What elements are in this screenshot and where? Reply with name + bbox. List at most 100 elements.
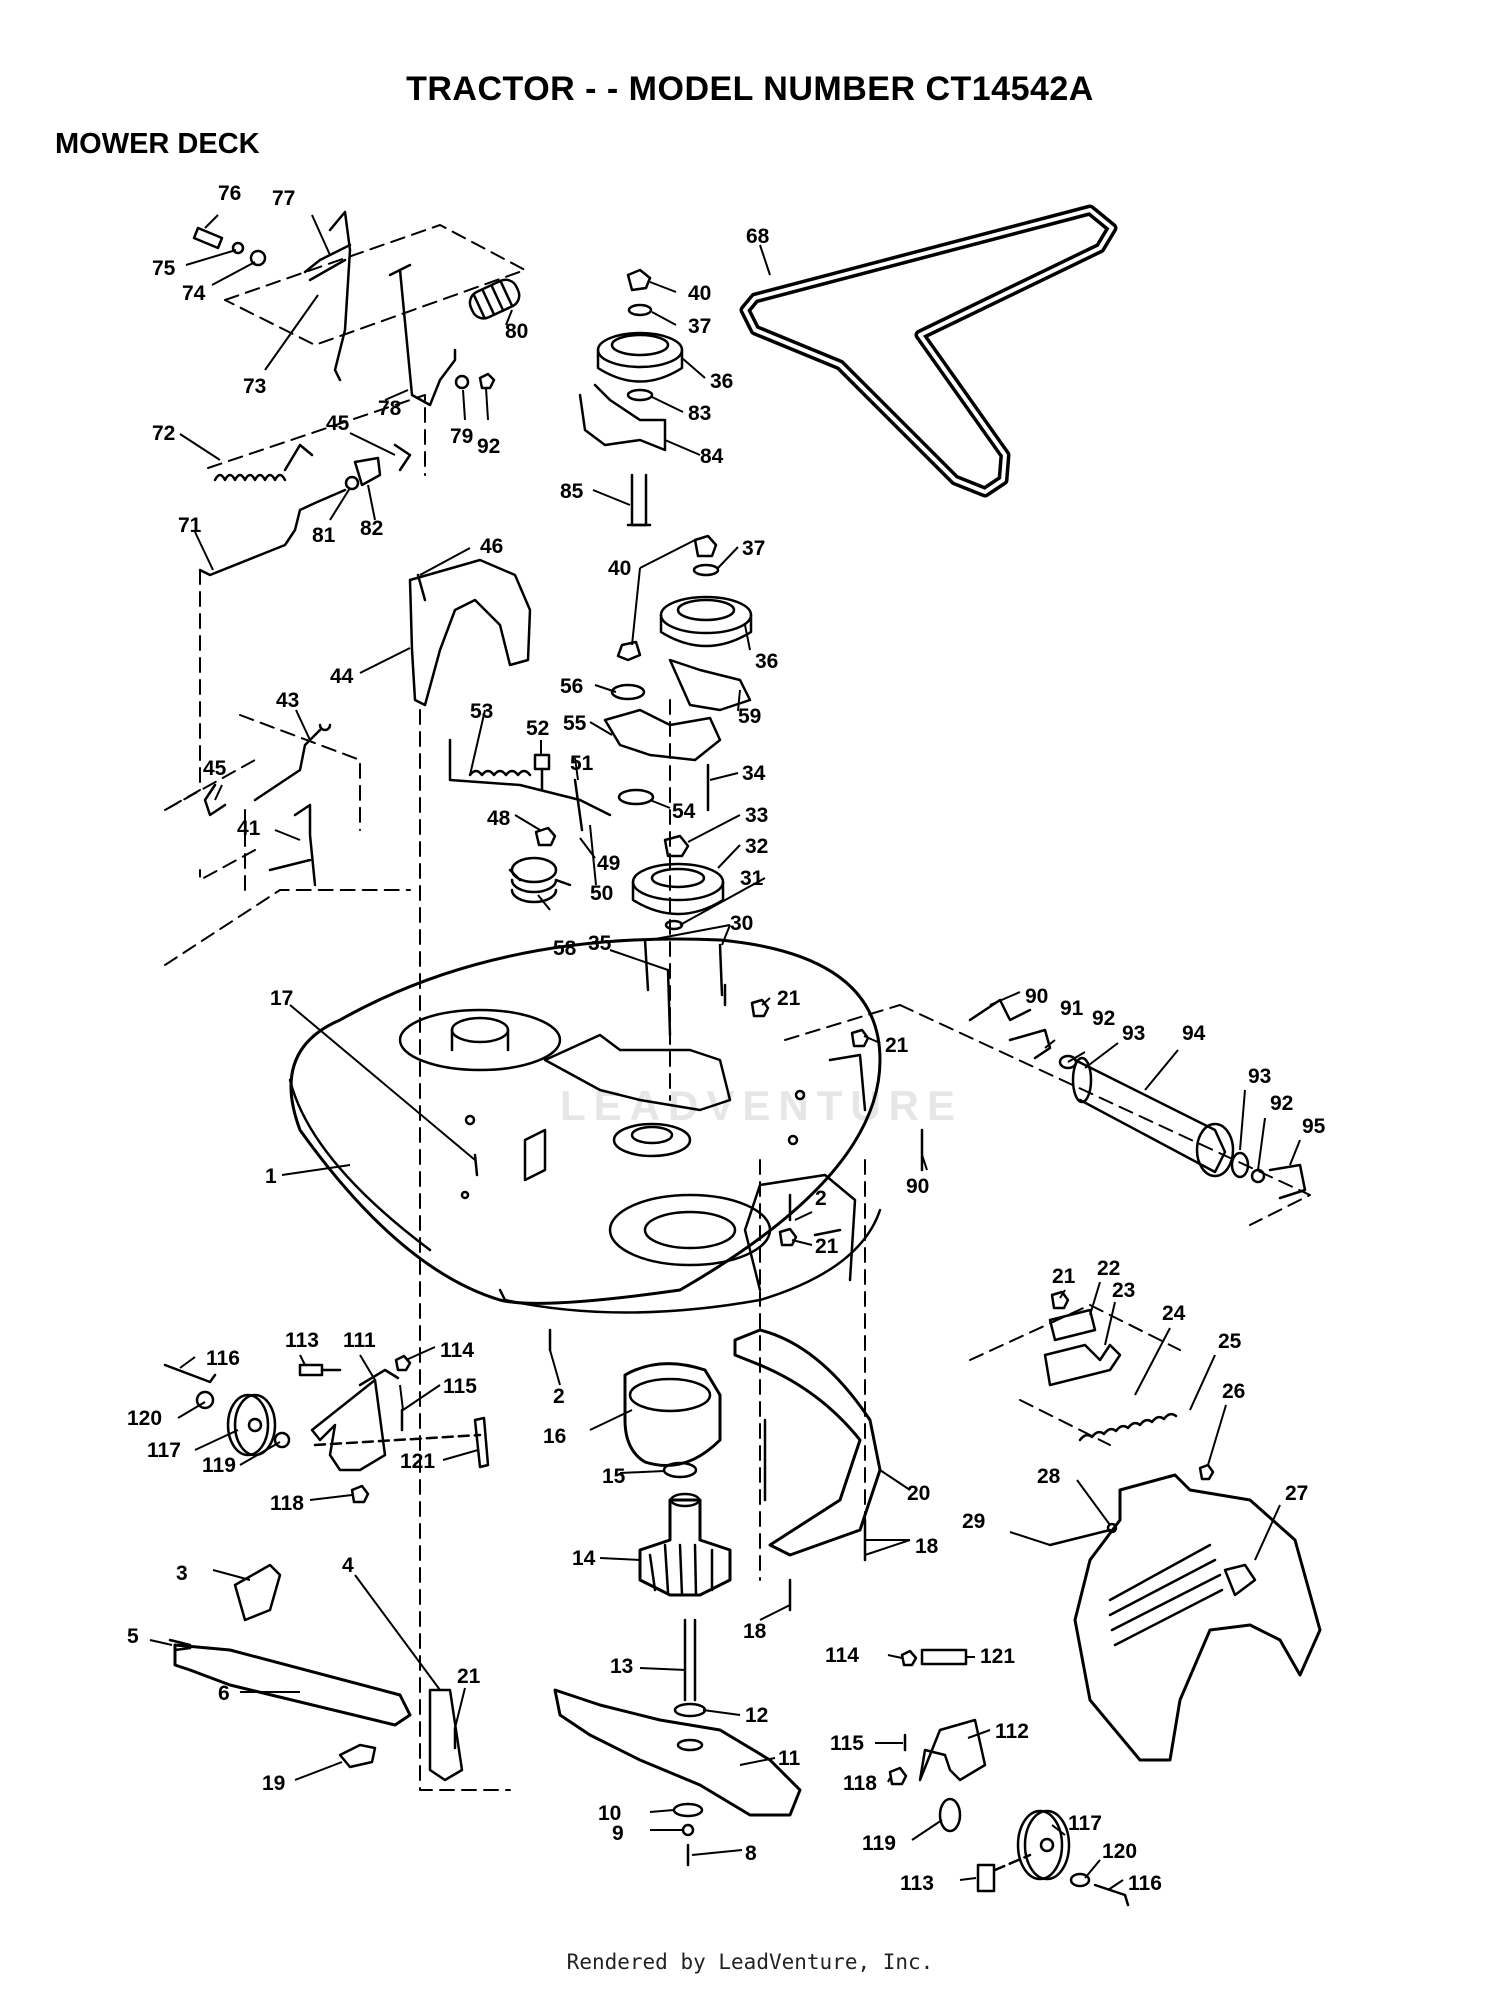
part-label: 27 bbox=[1285, 1482, 1308, 1505]
part-label: 34 bbox=[742, 762, 766, 785]
part-label: 30 bbox=[730, 912, 753, 935]
part-label: 116 bbox=[1128, 1872, 1162, 1895]
part-label: 113 bbox=[900, 1872, 934, 1895]
part-label: 11 bbox=[778, 1747, 801, 1770]
part-label: 40 bbox=[688, 282, 711, 305]
part-label: 35 bbox=[588, 932, 612, 955]
page-title: TRACTOR - - MODEL NUMBER CT14542A bbox=[406, 70, 1094, 108]
part-label: 52 bbox=[526, 717, 549, 740]
part-label: 93 bbox=[1248, 1065, 1271, 1088]
part-label: 22 bbox=[1097, 1257, 1120, 1280]
part-label: 44 bbox=[330, 665, 354, 688]
part-label: 121 bbox=[400, 1450, 435, 1473]
part-label: 114 bbox=[440, 1339, 474, 1362]
part-label: 23 bbox=[1112, 1279, 1135, 1302]
part-label: 19 bbox=[262, 1772, 285, 1795]
part-label: 48 bbox=[487, 807, 511, 830]
part-label: 59 bbox=[738, 705, 761, 728]
part-label: 73 bbox=[243, 375, 266, 398]
part-label: 37 bbox=[688, 315, 711, 338]
part-label: 92 bbox=[1270, 1092, 1293, 1115]
part-label: 53 bbox=[470, 700, 493, 723]
part-label: 51 bbox=[570, 752, 594, 775]
part-label: 113 bbox=[285, 1329, 319, 1352]
part-label: 93 bbox=[1122, 1022, 1145, 1045]
part-label: 121 bbox=[980, 1645, 1015, 1668]
part-label: 55 bbox=[563, 712, 587, 735]
part-label: 72 bbox=[152, 422, 175, 445]
part-label: 2 bbox=[553, 1385, 565, 1408]
part-label: 77 bbox=[272, 187, 295, 210]
part-label: 56 bbox=[560, 675, 583, 698]
part-label: 32 bbox=[745, 835, 768, 858]
part-label: 115 bbox=[443, 1375, 477, 1398]
part-label: 5 bbox=[127, 1625, 139, 1648]
part-label: 40 bbox=[608, 557, 631, 580]
part-label: 17 bbox=[270, 987, 293, 1010]
part-label: 3 bbox=[176, 1562, 188, 1585]
part-label: 71 bbox=[178, 514, 202, 537]
part-label: 36 bbox=[710, 370, 733, 393]
part-label: 118 bbox=[270, 1492, 304, 1515]
part-label: 46 bbox=[480, 535, 503, 558]
parts-drawing bbox=[163, 204, 1322, 1907]
part-label: 120 bbox=[1102, 1840, 1137, 1863]
part-label: 92 bbox=[477, 435, 500, 458]
part-label: 94 bbox=[1182, 1022, 1206, 1045]
part-label: 79 bbox=[450, 425, 473, 448]
part-label: 84 bbox=[700, 445, 724, 468]
part-label: 10 bbox=[598, 1802, 621, 1825]
part-label: 29 bbox=[962, 1510, 985, 1533]
part-label: 25 bbox=[1218, 1330, 1242, 1353]
part-label: 12 bbox=[745, 1704, 768, 1727]
part-label: 8 bbox=[745, 1842, 757, 1865]
part-label: 120 bbox=[127, 1407, 162, 1430]
part-label: 31 bbox=[740, 867, 764, 890]
part-label: 92 bbox=[1092, 1007, 1115, 1030]
part-label: 14 bbox=[572, 1547, 596, 1570]
part-label: 58 bbox=[553, 937, 577, 960]
part-label: 75 bbox=[152, 257, 176, 280]
part-label: 18 bbox=[915, 1535, 939, 1558]
part-label: 118 bbox=[843, 1772, 877, 1795]
part-label: 90 bbox=[1025, 985, 1048, 1008]
part-label: 41 bbox=[237, 817, 261, 840]
part-label: 36 bbox=[755, 650, 778, 673]
part-label: 90 bbox=[906, 1175, 929, 1198]
part-label: 78 bbox=[378, 397, 402, 420]
part-label: 76 bbox=[218, 182, 241, 205]
part-label: 37 bbox=[742, 537, 765, 560]
part-label: 115 bbox=[830, 1732, 864, 1755]
part-label: 21 bbox=[457, 1665, 481, 1688]
dashed-guides bbox=[164, 224, 1311, 1791]
part-label: 95 bbox=[1302, 1115, 1326, 1138]
part-label: 50 bbox=[590, 882, 613, 905]
part-label: 2 bbox=[815, 1187, 827, 1210]
part-label: 49 bbox=[597, 852, 620, 875]
part-label: 85 bbox=[560, 480, 584, 503]
part-label: 20 bbox=[907, 1482, 930, 1505]
watermark: LEADVENTURE bbox=[560, 1082, 963, 1129]
part-label: 21 bbox=[885, 1034, 909, 1057]
part-label: 21 bbox=[777, 987, 801, 1010]
part-label: 6 bbox=[218, 1682, 230, 1705]
part-label: 117 bbox=[147, 1439, 181, 1462]
part-label: 4 bbox=[342, 1554, 354, 1577]
part-label: 54 bbox=[672, 800, 696, 823]
part-label: 116 bbox=[206, 1347, 240, 1370]
part-label: 80 bbox=[505, 320, 528, 343]
part-label: 45 bbox=[203, 757, 227, 780]
part-label: 13 bbox=[610, 1655, 633, 1678]
section-heading: MOWER DECK bbox=[55, 128, 260, 160]
part-label: 43 bbox=[276, 689, 299, 712]
part-label: 9 bbox=[612, 1822, 624, 1845]
part-label: 74 bbox=[182, 282, 206, 305]
part-label: 33 bbox=[745, 804, 768, 827]
part-label: 81 bbox=[312, 524, 336, 547]
part-label: 15 bbox=[602, 1465, 626, 1488]
part-label: 119 bbox=[202, 1454, 236, 1477]
part-label: 119 bbox=[862, 1832, 896, 1855]
part-labels: 76 77 75 74 73 78 80 79 92 72 45 81 82 7… bbox=[127, 182, 1326, 1895]
part-label: 28 bbox=[1037, 1465, 1061, 1488]
